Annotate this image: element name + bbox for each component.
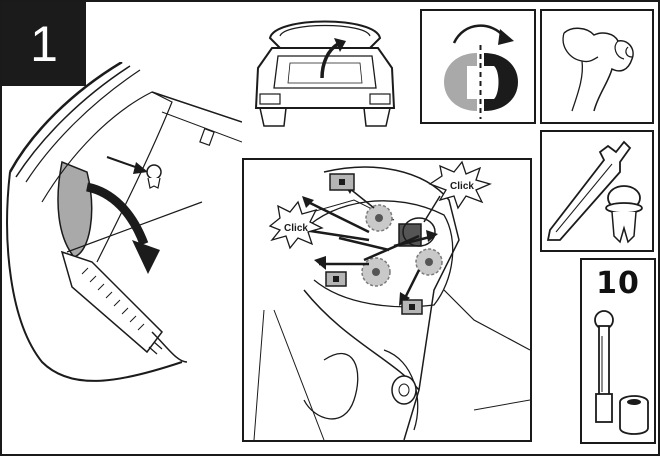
rotate-panel — [420, 9, 536, 124]
fastener-marker-2 — [326, 272, 346, 286]
trim-removal-tool-icon — [542, 132, 652, 250]
fastener-marker-1 — [330, 174, 354, 190]
click-callout-right: Click — [430, 162, 490, 208]
trim-clip-icon — [606, 186, 642, 242]
fastener-detail-illustration: Click Click — [244, 160, 530, 440]
socket-tool-panel: 10 — [580, 258, 656, 444]
hand-icon — [542, 11, 652, 122]
hand-panel — [540, 9, 654, 124]
detail-view-panel: Click Click — [242, 158, 532, 442]
rotate-arrow-icon — [422, 11, 534, 122]
click-label-left: Click — [284, 223, 308, 234]
click-callout-left: Click — [270, 202, 322, 248]
trim-clip-icon — [147, 165, 161, 188]
hatchback-open-icon — [250, 8, 400, 130]
fastener-marker-3 — [402, 300, 422, 314]
tool-panel — [540, 130, 654, 252]
click-label-right: Click — [450, 181, 474, 192]
socket-wrench-icon — [582, 306, 654, 442]
curved-arrow-icon — [87, 187, 144, 244]
trunk-side-illustration — [2, 62, 242, 454]
socket-size-label: 10 — [580, 266, 656, 301]
